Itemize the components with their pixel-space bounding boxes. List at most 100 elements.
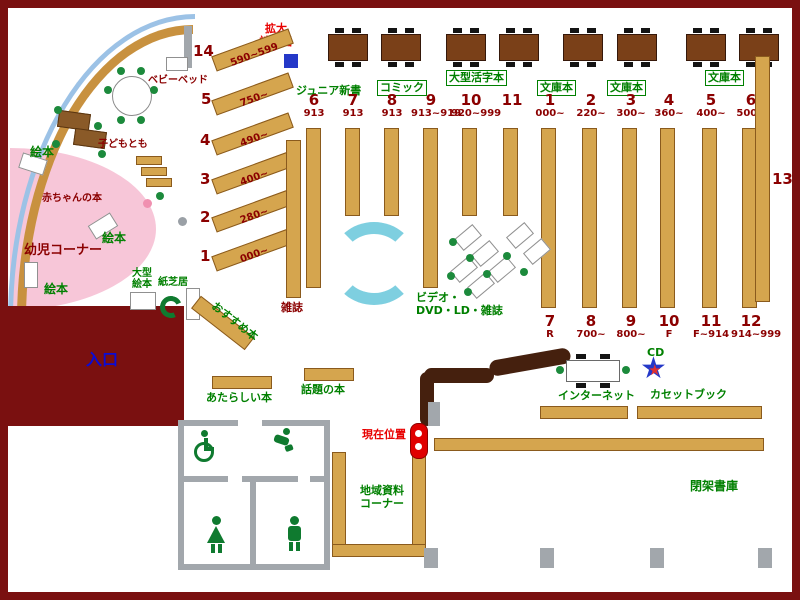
cd-label: CD	[647, 346, 665, 359]
shelf-number: 5	[201, 90, 212, 108]
stack-range: 400~	[696, 108, 726, 119]
bookshelf	[503, 128, 518, 216]
bookshelf	[434, 438, 764, 451]
bookshelf	[582, 128, 597, 308]
chair-dot	[156, 192, 164, 200]
chair-dot	[117, 67, 125, 75]
step-shelf	[136, 156, 162, 165]
magnifier-device	[284, 54, 298, 68]
stack-number: 9	[625, 312, 637, 330]
new-books-label: あたらしい本	[206, 391, 272, 404]
stool-dot	[143, 199, 152, 208]
bookshelf: 000~	[211, 228, 294, 272]
display-arc	[333, 233, 415, 305]
stack-range: 360~	[654, 108, 684, 119]
stack-number: 8	[585, 312, 597, 330]
toilet-wall	[178, 564, 330, 570]
stack-number: 2	[585, 91, 597, 109]
chair-dot	[150, 86, 158, 94]
current-location-marker	[410, 423, 428, 459]
junior-shinsho-label: ジュニア新書	[296, 84, 362, 97]
bunko-label: 文庫本	[607, 80, 646, 96]
step-shelf	[146, 178, 172, 187]
shelf-range: 590~599	[228, 41, 280, 69]
stack-range: 000~	[535, 108, 565, 119]
bookshelf	[306, 128, 321, 288]
reading-table	[328, 28, 368, 67]
toilet-wall	[178, 420, 184, 570]
bunko-label: 文庫本	[705, 70, 744, 86]
bookshelf	[702, 128, 717, 308]
stack-column: 11	[492, 92, 532, 108]
stack-number: 6	[308, 91, 320, 109]
stack-range: 913	[381, 108, 403, 119]
av-browser-bin	[487, 256, 517, 283]
pillar	[540, 548, 554, 568]
bookshelf	[384, 128, 399, 216]
toilet-wall	[310, 476, 324, 482]
shelf-number: 4	[200, 131, 211, 149]
chair-dot	[137, 67, 145, 75]
pillar	[424, 548, 438, 568]
shelf-range: 000~	[238, 244, 271, 266]
stack-number: 7	[347, 91, 359, 109]
av-browser-bin	[449, 256, 479, 283]
stack-number: 3	[625, 91, 637, 109]
chair-dot	[54, 106, 62, 114]
infant-corner-label: 幼児コーナー	[24, 243, 103, 258]
stack-number: 8	[386, 91, 398, 109]
stack-range: 914~999	[731, 329, 782, 340]
man-icon	[284, 516, 304, 556]
bookshelf	[660, 128, 675, 308]
bookshelf	[462, 128, 477, 216]
stack-number: 6	[745, 91, 757, 109]
bookshelf	[637, 406, 762, 419]
current-location-label: 現在位置	[362, 428, 406, 441]
chair-dot	[117, 116, 125, 124]
bookshelf: 750~	[211, 72, 294, 116]
baby-bed	[166, 57, 188, 71]
reading-table	[563, 28, 603, 67]
bookshelf: 280~	[211, 189, 294, 233]
stack-range: 913~919	[411, 108, 462, 119]
toilet-wall	[242, 476, 298, 482]
chair-dot	[503, 252, 511, 260]
picture-book-shelf	[24, 262, 38, 288]
chair-dot	[622, 366, 630, 374]
pillar	[428, 402, 440, 426]
bookshelf: 400~	[211, 151, 294, 195]
stack-number: 1	[544, 91, 556, 109]
woman-icon	[206, 516, 226, 556]
stack-number: 12	[740, 312, 762, 330]
pillar	[758, 548, 772, 568]
picture-books-label: 絵本	[102, 231, 127, 245]
shelf-number: 1	[200, 247, 211, 265]
bunko-label: 文庫本	[537, 80, 576, 96]
shelf-number: 2	[200, 208, 211, 226]
bookshelf	[622, 128, 637, 308]
magazine-label: 雑誌	[281, 301, 303, 314]
stack-range: 913	[342, 108, 364, 119]
toilet-wall	[324, 420, 330, 570]
entrance-area: 入口	[8, 306, 184, 426]
stack-number: 10	[658, 312, 680, 330]
reading-table	[381, 28, 421, 67]
shelf-range: 400~	[238, 167, 271, 189]
stack-number: 10	[460, 91, 482, 109]
chair-dot	[137, 116, 145, 124]
toilet-wall	[178, 476, 228, 482]
stack-number: 7	[544, 312, 556, 330]
shelf-number: 13	[772, 170, 793, 188]
stack-number: 9	[425, 91, 437, 109]
round-table	[112, 76, 152, 116]
